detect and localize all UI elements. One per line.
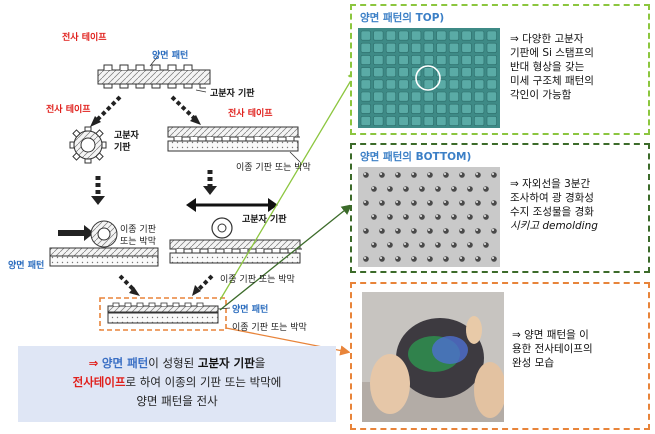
label-hetero-substrate-3: 이종 기판 또는 박막 bbox=[220, 275, 295, 285]
summary-term-tape: 전사테이프 bbox=[72, 375, 126, 389]
summary-box: ⇒ 양면 패턴이 성형된 고분자 기판을 전사테이프로 하여 이종의 기판 또는… bbox=[18, 346, 336, 422]
highlight-circle bbox=[415, 65, 441, 91]
label-double-side-pattern-left: 양면 패턴 bbox=[8, 261, 45, 271]
polymer-substrate-stage1 bbox=[97, 55, 211, 93]
label-transfer-tape-top: 전사 테이프 bbox=[62, 33, 107, 43]
panel-top-line: ⇒ 다양한 고분자 bbox=[510, 33, 584, 45]
tape-photo-image bbox=[362, 292, 504, 422]
panel-top: 양면 패턴의 TOP) ⇒ 다양한 고분자 기판에 Si 스탬프의 반대 형상을… bbox=[350, 4, 650, 135]
down-arrows bbox=[91, 170, 217, 205]
roller-press-left bbox=[49, 220, 159, 267]
panel-photo: ⇒ 양면 패턴을 이 용한 전사테이프의 완성 모습 bbox=[350, 282, 650, 430]
panel-top-line: 반대 형상을 갖는 bbox=[510, 61, 585, 73]
label-double-side-pattern-top: 양면 패턴 bbox=[152, 51, 189, 61]
label-polymer-substrate-2b: 기판 bbox=[114, 143, 131, 153]
panel-bottom-text: ⇒ 자외선을 3분간 조사하여 광 경화성 수지 조성물을 경화 시키고 dem… bbox=[510, 177, 598, 233]
panel-top-title: 양면 패턴의 TOP) bbox=[360, 12, 445, 24]
summary-term-polymer: 고분자 기판 bbox=[197, 356, 255, 370]
panel-top-line: 미세 구조체 패턴의 bbox=[510, 75, 594, 87]
label-transfer-tape-left: 전사 테이프 bbox=[46, 105, 91, 115]
panel-top-text: ⇒ 다양한 고분자 기판에 Si 스탬프의 반대 형상을 갖는 미세 구조체 패… bbox=[510, 32, 594, 102]
summary-term-pattern: 양면 패턴 bbox=[101, 356, 149, 370]
roller-press-right bbox=[169, 198, 302, 264]
panel-bottom-line: 시키고 demolding bbox=[510, 220, 598, 232]
panel-top-line: 기판에 Si 스탬프의 bbox=[510, 47, 594, 59]
label-polymer-substrate-3: 고분자 기판 bbox=[242, 215, 287, 225]
label-polymer-substrate-1: 고분자 기판 bbox=[210, 89, 255, 99]
summary-text-1: 이 성형된 bbox=[148, 356, 198, 370]
summary-line-3: 양면 패턴을 전사 bbox=[136, 394, 218, 408]
panel-bottom-title: 양면 패턴의 BOTTOM) bbox=[360, 151, 472, 163]
label-hetero-substrate-1: 이종 기판 또는 박막 bbox=[236, 163, 311, 173]
panel-bottom-line: 수지 조성물을 경화 bbox=[510, 206, 594, 218]
panel-bottom-line: ⇒ 자외선을 3분간 bbox=[510, 178, 591, 190]
stack-right bbox=[167, 126, 301, 163]
final-result bbox=[99, 297, 231, 331]
label-double-side-pattern-bottom: 양면 패턴 bbox=[232, 305, 269, 315]
label-hetero-substrate-2b: 또는 박막 bbox=[120, 237, 156, 247]
panel-photo-line: 완성 모습 bbox=[512, 357, 554, 369]
summary-line-1: ⇒ 양면 패턴이 성형된 고분자 기판을 bbox=[18, 354, 336, 373]
panel-top-line: 각인이 가능함 bbox=[510, 89, 572, 101]
sem-top-image bbox=[358, 28, 500, 128]
split-arrows bbox=[90, 95, 201, 127]
panel-photo-text: ⇒ 양면 패턴을 이 용한 전사테이프의 완성 모습 bbox=[512, 328, 593, 370]
summary-text-3: 로 하여 이종의 기판 또는 박막에 bbox=[125, 375, 282, 389]
label-hetero-substrate-4: 이종 기판 또는 박막 bbox=[232, 323, 307, 333]
label-transfer-tape-right: 전사 테이프 bbox=[228, 109, 273, 119]
label-hetero-substrate-2a: 이종 기판 bbox=[120, 225, 156, 235]
summary-line-2: 전사테이프로 하여 이종의 기판 또는 박막에 bbox=[18, 373, 336, 392]
roller-left bbox=[69, 126, 107, 164]
panel-bottom-line: 조사하여 광 경화성 bbox=[510, 192, 594, 204]
panel-photo-line: 용한 전사테이프의 bbox=[512, 343, 593, 355]
summary-text-2: 을 bbox=[254, 356, 266, 370]
sem-bottom-image bbox=[358, 167, 500, 267]
panel-bottom: 양면 패턴의 BOTTOM) ⇒ 자외선을 3분간 조사하여 광 경화성 수지 … bbox=[350, 143, 650, 273]
label-polymer-substrate-2: 고분자 bbox=[114, 131, 139, 141]
merge-arrows bbox=[118, 274, 214, 296]
panel-photo-line: ⇒ 양면 패턴을 이 bbox=[512, 329, 589, 341]
summary-arrow: ⇒ bbox=[88, 356, 99, 370]
